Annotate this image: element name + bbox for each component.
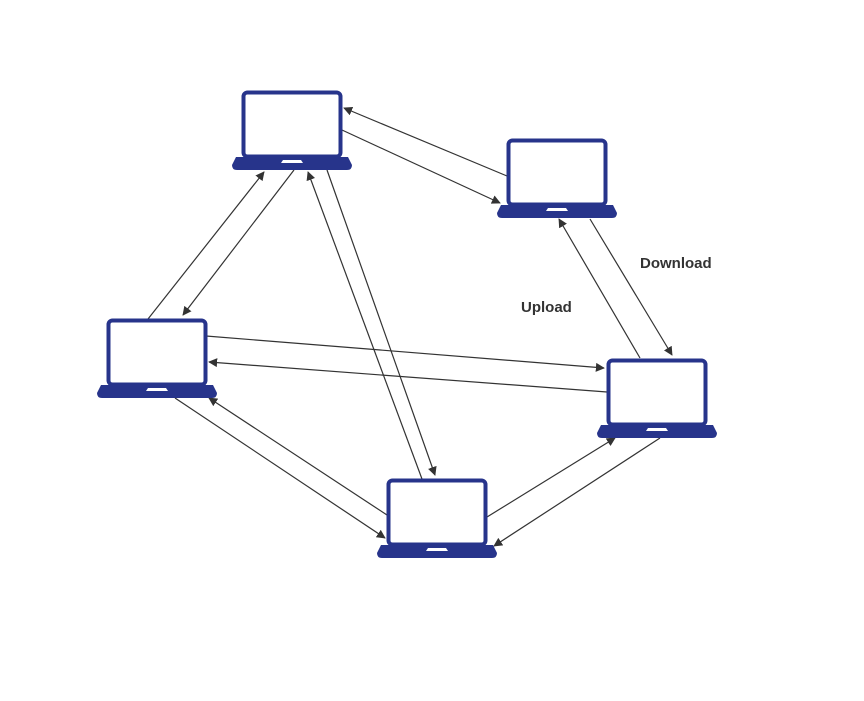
laptop-screen: [241, 90, 343, 159]
laptop-icon: [97, 318, 217, 398]
laptop-trackpad: [646, 428, 668, 431]
arrow-laptop-bottom-to-laptop-right: [486, 437, 616, 518]
laptop-screen: [606, 358, 708, 427]
arrow-laptop-top-to-laptop-bottom: [326, 169, 437, 476]
arrow-laptop-left-to-laptop-bottom: [174, 397, 386, 539]
laptop-trackpad: [426, 548, 448, 551]
laptop-left: [97, 318, 217, 398]
arrow-laptop-top-to-laptop-top-right: [341, 129, 501, 204]
laptop-top-right: [497, 138, 617, 218]
laptop-right: [597, 358, 717, 438]
laptop-trackpad: [546, 208, 568, 211]
laptop-bottom: [377, 478, 497, 558]
laptop-base: [497, 205, 617, 218]
laptop-icon: [497, 138, 617, 218]
laptop-base: [597, 425, 717, 438]
laptop-base: [97, 385, 217, 398]
laptop-base: [232, 157, 352, 170]
arrow-laptop-top-to-laptop-left: [182, 169, 295, 316]
laptop-icon: [232, 90, 352, 170]
arrow-laptop-right-to-laptop-left: [208, 358, 608, 393]
laptop-screen: [506, 138, 608, 207]
arrow-laptop-right-to-laptop-top-right: [558, 218, 641, 359]
arrow-laptop-right-to-laptop-bottom: [493, 437, 661, 547]
laptop-screen: [106, 318, 208, 387]
laptop-top: [232, 90, 352, 170]
upload-label: Upload: [521, 299, 572, 316]
arrow-laptop-bottom-to-laptop-left: [208, 397, 388, 516]
laptop-trackpad: [146, 388, 168, 391]
download-label: Download: [640, 255, 712, 272]
laptop-screen: [386, 478, 488, 547]
arrow-laptop-top-right-to-laptop-top: [343, 106, 508, 177]
edges-layer: [147, 106, 673, 547]
arrow-laptop-bottom-to-laptop-top: [306, 171, 423, 480]
arrow-laptop-top-right-to-laptop-right: [589, 218, 673, 356]
laptop-base: [377, 545, 497, 558]
laptop-icon: [377, 478, 497, 558]
nodes-layer: [97, 90, 717, 558]
arrow-laptop-left-to-laptop-right: [205, 335, 605, 372]
laptop-trackpad: [281, 160, 303, 163]
laptop-icon: [597, 358, 717, 438]
arrow-laptop-left-to-laptop-top: [147, 171, 265, 320]
